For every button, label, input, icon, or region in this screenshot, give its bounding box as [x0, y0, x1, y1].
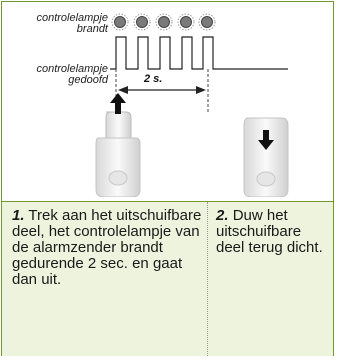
- lamp-dot-5: [198, 13, 216, 31]
- arrow-up-icon: [110, 93, 126, 114]
- label-on-line1: controlelampje: [36, 12, 108, 24]
- instruction-frame: controlelampje brandt controlelampje ged…: [1, 1, 334, 356]
- diagram-graphic: [95, 13, 289, 197]
- step-2: 2. Duw het uitschuifbare deel terug dich…: [216, 208, 328, 256]
- label-off-line2: gedoofd: [68, 74, 108, 86]
- steps-divider: [207, 202, 208, 356]
- steps-panel: 1. Trek aan het uitschuifbare deel, het …: [2, 201, 333, 356]
- lamp-dot-4: [177, 13, 195, 31]
- lamp-dot-3: [155, 13, 173, 31]
- label-lamp-on: controlelampje brandt: [8, 13, 108, 35]
- step-1-text: Trek aan het uitschuifbare deel, het con…: [12, 207, 202, 288]
- duration-arrow: [118, 86, 206, 94]
- step-2-number: 2.: [216, 207, 229, 224]
- device-pushed: [243, 117, 289, 197]
- step-1-number: 1.: [12, 207, 25, 224]
- device-pulled: [95, 93, 141, 197]
- step-2-text: Duw het uitschuifbare deel terug dicht.: [216, 207, 323, 256]
- lamp-dot-2: [133, 13, 151, 31]
- label-off-line1: controlelampje: [36, 63, 108, 75]
- label-on-line2: brandt: [76, 23, 108, 35]
- pulse-waveform: [110, 36, 288, 70]
- label-lamp-off: controlelampje gedoofd: [8, 64, 108, 86]
- signal-diagram: controlelampje brandt controlelampje ged…: [2, 2, 335, 197]
- duration-label: 2 s.: [144, 73, 163, 85]
- lamp-dots: [111, 13, 216, 31]
- lamp-dot-1: [111, 13, 129, 31]
- step-1: 1. Trek aan het uitschuifbare deel, het …: [12, 208, 202, 288]
- arrow-down-icon: [258, 130, 274, 150]
